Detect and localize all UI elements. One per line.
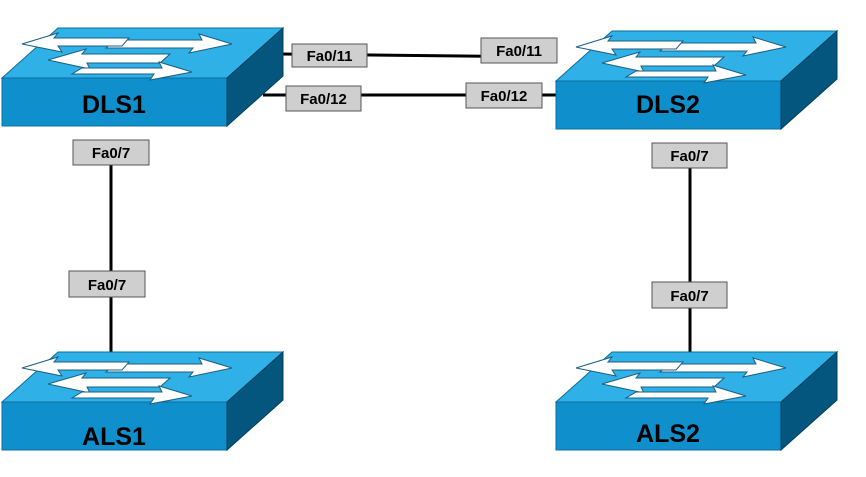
svg-text:Fa0/11: Fa0/11 (307, 48, 353, 65)
svg-text:Fa0/7: Fa0/7 (88, 277, 126, 294)
svg-text:Fa0/7: Fa0/7 (670, 288, 708, 305)
switch-name: ALS1 (82, 423, 146, 451)
svg-text:Fa0/11: Fa0/11 (496, 43, 542, 60)
port-labels: Fa0/11 Fa0/11 Fa0/12 Fa0/12 Fa0/7 Fa0/7 … (68, 37, 728, 309)
port-label-als2-fa07: Fa0/7 (651, 281, 728, 309)
switch-dls1[interactable]: DLS1 (1, 27, 284, 127)
port-label-als1-fa07: Fa0/7 (68, 270, 146, 298)
port-label-dls1-fa012: Fa0/12 (285, 85, 362, 112)
switch-name: ALS2 (636, 420, 700, 448)
switch-dls2[interactable]: DLS2 (555, 30, 838, 130)
switch-als2[interactable]: ALS2 (555, 351, 838, 451)
svg-text:Fa0/7: Fa0/7 (670, 148, 708, 165)
svg-text:Fa0/12: Fa0/12 (300, 91, 347, 108)
port-label-dls1-fa07: Fa0/7 (72, 139, 150, 166)
port-label-dls2-fa012: Fa0/12 (465, 82, 543, 109)
switch-als1[interactable]: ALS1 (1, 351, 284, 451)
switch-name: DLS2 (636, 91, 700, 119)
port-label-dls2-fa07: Fa0/7 (651, 142, 728, 169)
port-label-dls1-fa011: Fa0/11 (291, 43, 368, 68)
switch-name: DLS1 (82, 91, 146, 119)
port-label-dls2-fa011: Fa0/11 (480, 37, 558, 64)
svg-text:Fa0/12: Fa0/12 (481, 88, 528, 105)
svg-text:Fa0/7: Fa0/7 (92, 145, 130, 162)
